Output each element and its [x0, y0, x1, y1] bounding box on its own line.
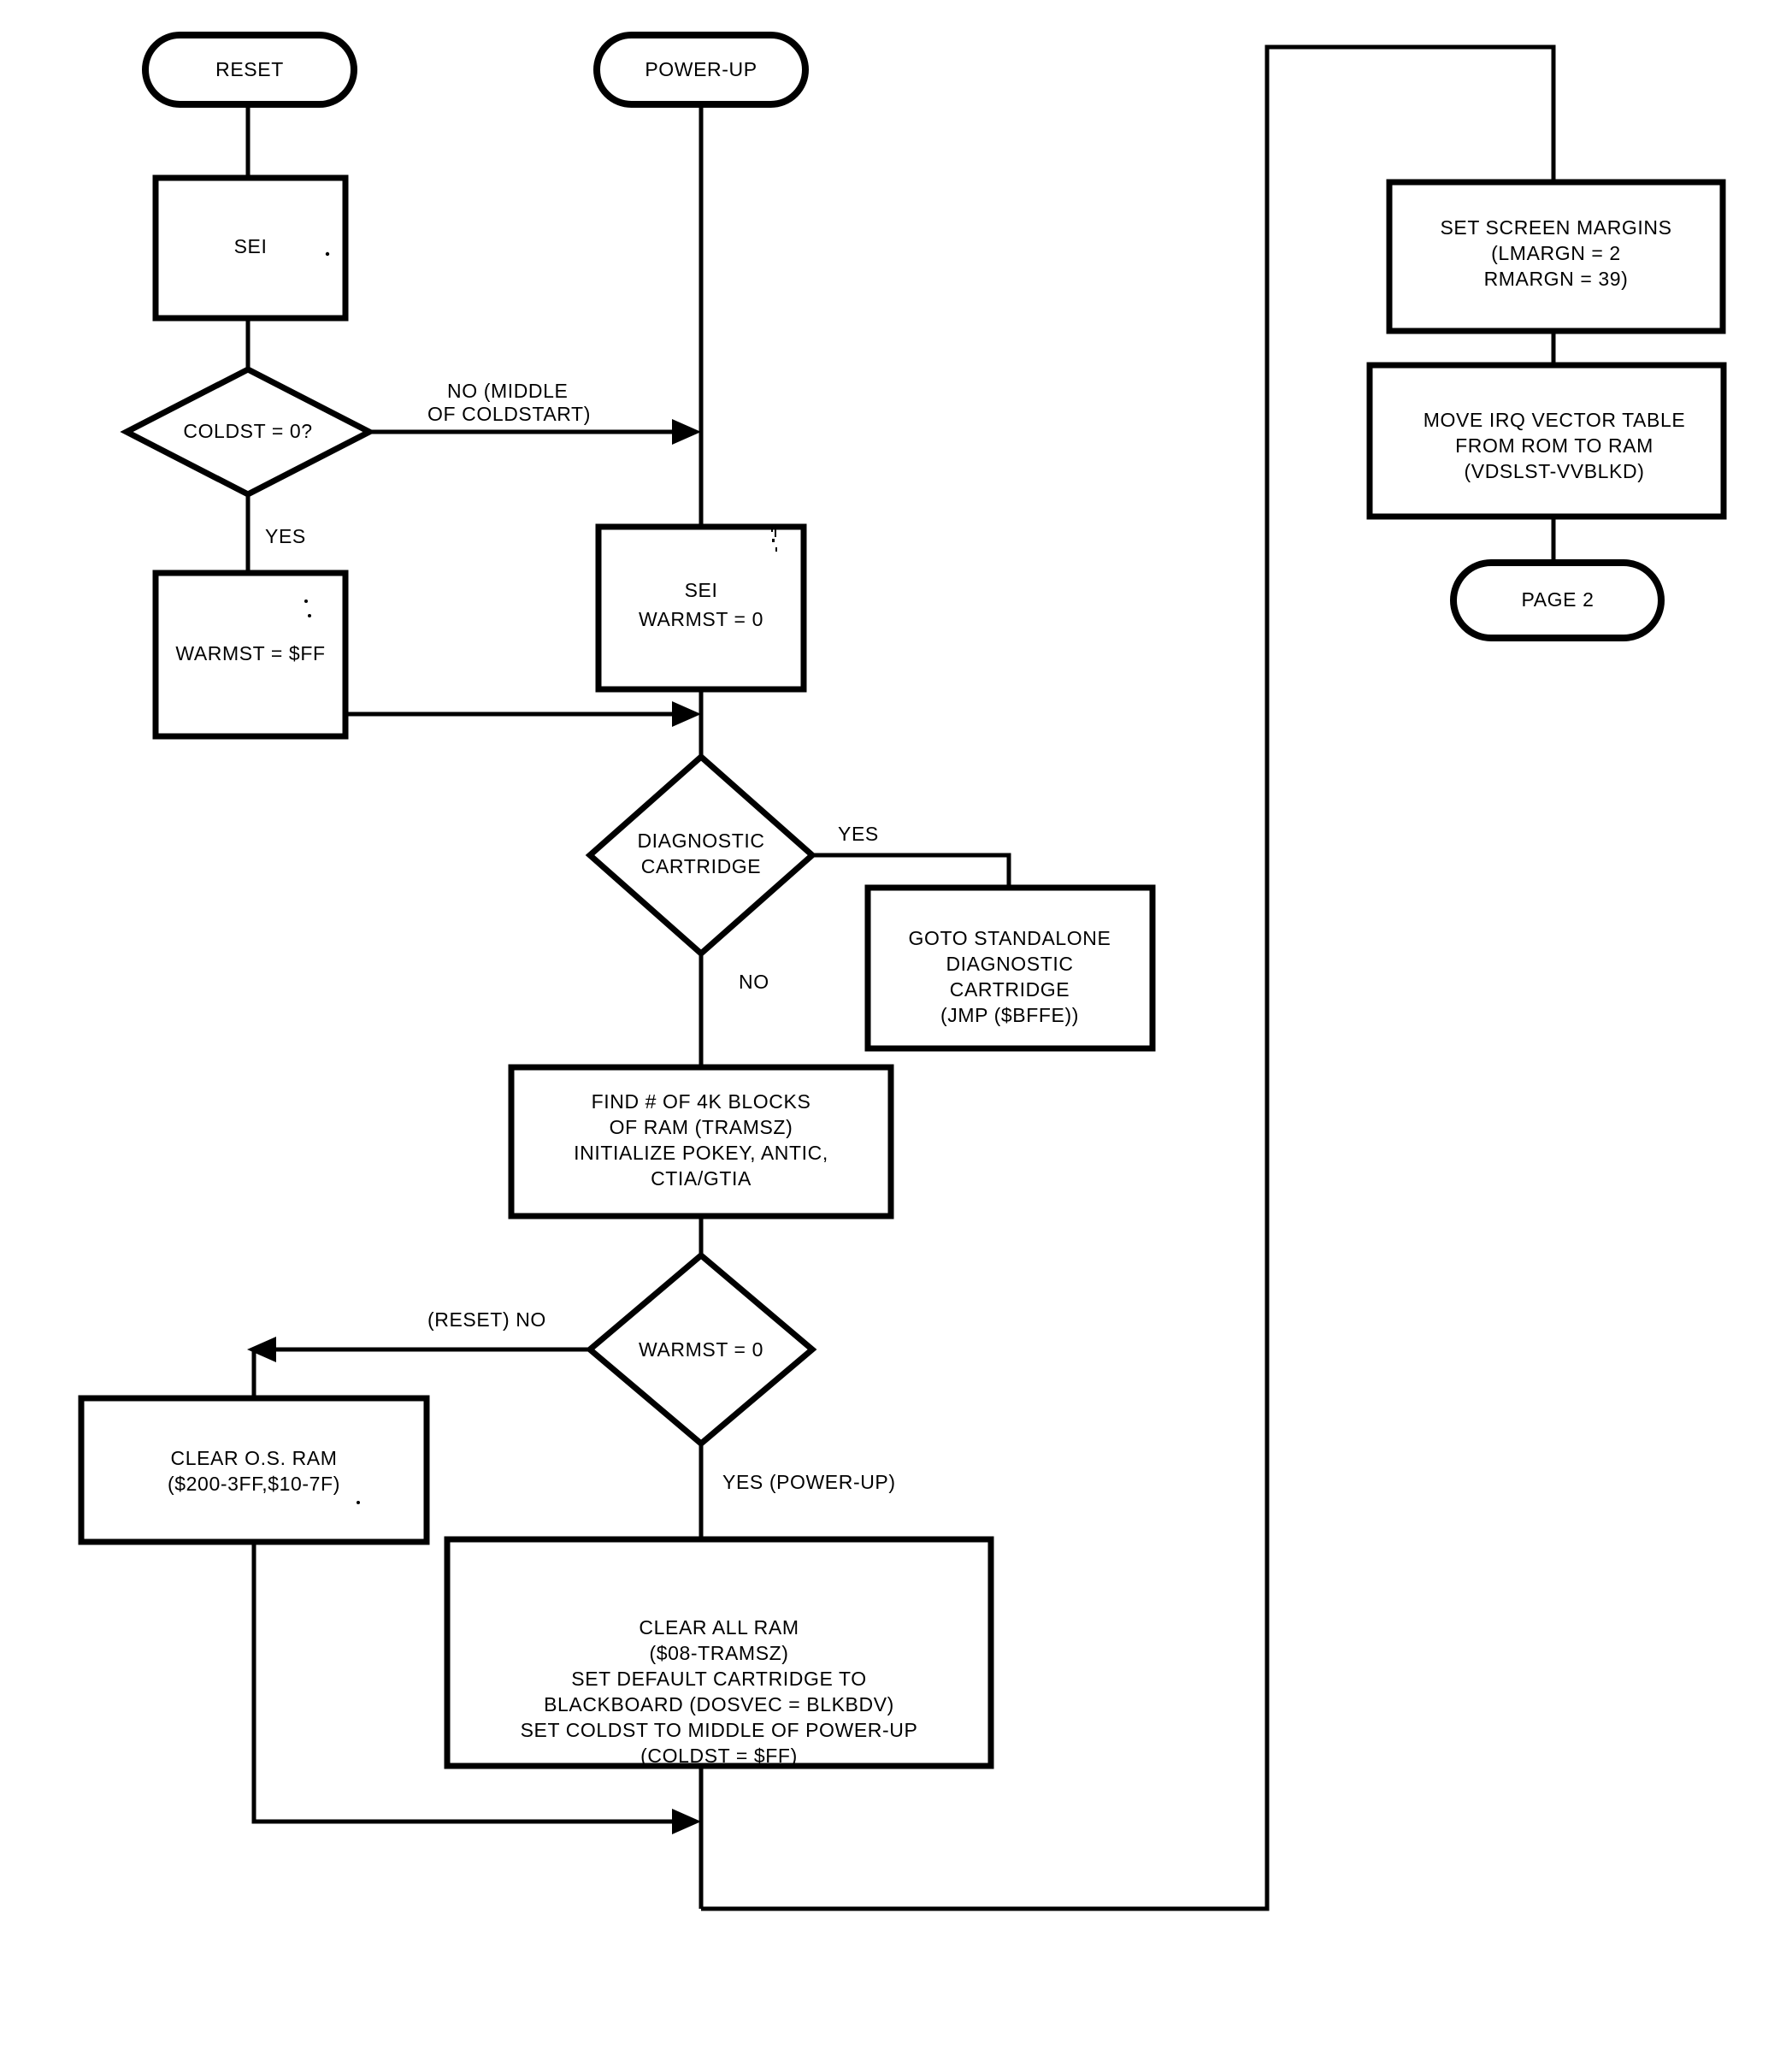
process-sei-warmst0 — [595, 523, 807, 693]
arrowhead-warmstq-no — [247, 1337, 276, 1362]
decision-coldst-label: COLDST = 0? — [183, 420, 312, 442]
arrowhead-clearosram — [672, 1809, 701, 1834]
process-find-ram-line3: INITIALIZE POKEY, ANTIC, — [574, 1142, 828, 1164]
process-move-irq-line3: (VDSLST-VVBLKD) — [1465, 460, 1645, 482]
decision-warmst-zero-label: WARMST = 0 — [639, 1338, 763, 1361]
process-goto-diagnostic — [864, 884, 1156, 1052]
process-clear-all-ram-line5: SET COLDST TO MIDDLE OF POWER-UP — [521, 1719, 918, 1741]
decision-diag-line2: CARTRIDGE — [641, 855, 761, 877]
process-find-ram-line4: CTIA/GTIA — [651, 1167, 752, 1190]
terminator-reset-label: RESET — [215, 58, 284, 80]
process-clear-all-ram-line3: SET DEFAULT CARTRIDGE TO — [571, 1668, 866, 1690]
edge-warmstq-no — [251, 1347, 639, 1398]
terminator-page2-label: PAGE 2 — [1522, 588, 1595, 611]
process-clear-all-ram-line1: CLEAR ALL RAM — [639, 1616, 799, 1639]
decision-diag-line1: DIAGNOSTIC — [637, 830, 764, 852]
process-warmst-ff — [152, 570, 349, 740]
edge-clearosram-to-main — [251, 1542, 694, 1824]
process-goto-diag-line3: CARTRIDGE — [950, 978, 1070, 1001]
arrowhead-coldst-no — [672, 419, 701, 445]
process-find-ram-line1: FIND # OF 4K BLOCKS — [592, 1090, 811, 1113]
process-clear-all-ram — [444, 1536, 994, 1769]
edge-label-yes-coldst: YES — [265, 525, 306, 547]
process-margins-line2: (LMARGN = 2 — [1491, 242, 1621, 264]
process-move-irq-line1: MOVE IRQ VECTOR TABLE — [1424, 409, 1686, 431]
scan-scribble — [771, 524, 777, 552]
process-margins-line3: RMARGN = 39) — [1484, 268, 1629, 290]
terminator-powerup — [593, 32, 809, 108]
process-sei-warmst0-line1: SEI — [685, 579, 718, 601]
edge-label-yes-diag: YES — [838, 823, 879, 845]
decision-diagnostic-cartridge — [585, 753, 817, 958]
edge-diag-yes — [812, 853, 1011, 888]
process-clear-all-ram-line2: ($08-TRAMSZ) — [649, 1642, 788, 1664]
scan-speck-4 — [357, 1501, 360, 1504]
edge-label-no-middle-line1: NO (MIDDLE — [447, 380, 568, 402]
process-clear-all-ram-line6: (COLDST = $FF) — [640, 1745, 798, 1767]
arrowhead-warmstff — [672, 701, 701, 727]
process-move-irq — [1366, 362, 1727, 520]
process-sei-label: SEI — [234, 235, 268, 257]
process-warmst-ff-label: WARMST = $FF — [175, 642, 325, 664]
process-find-ram-line2: OF RAM (TRAMSZ) — [610, 1116, 793, 1138]
process-clear-os-ram — [78, 1395, 430, 1545]
edge-label-no-diag: NO — [739, 971, 769, 993]
terminator-page2 — [1450, 559, 1665, 641]
process-margins-line1: SET SCREEN MARGINS — [1440, 216, 1671, 239]
process-goto-diag-line1: GOTO STANDALONE — [909, 927, 1111, 949]
process-clear-all-ram-line4: BLACKBOARD (DOSVEC = BLKBDV) — [544, 1693, 894, 1715]
scan-speck-3 — [308, 614, 311, 617]
process-sei — [152, 174, 349, 322]
decision-warmst-zero — [585, 1251, 817, 1448]
process-goto-diag-line4: (JMP ($BFFE)) — [940, 1004, 1079, 1026]
process-goto-diag-line2: DIAGNOSTIC — [946, 953, 1073, 975]
edge-label-no-middle-line2: OF COLDSTART) — [427, 403, 591, 425]
process-find-ram — [508, 1064, 894, 1219]
scan-speck — [325, 251, 330, 257]
process-set-screen-margins — [1386, 179, 1726, 334]
process-move-irq-line2: FROM ROM TO RAM — [1455, 434, 1653, 457]
terminator-powerup-label: POWER-UP — [645, 58, 757, 80]
edge-right-return-rail — [1264, 44, 1556, 1762]
edge-label-yes-powerup: YES (POWER-UP) — [722, 1471, 896, 1493]
terminator-reset — [142, 32, 357, 108]
scan-speck-2 — [304, 599, 308, 603]
process-sei-warmst0-line2: WARMST = 0 — [639, 608, 763, 630]
process-clear-os-ram-line2: ($200-3FF,$10-7F) — [168, 1473, 340, 1495]
process-clear-os-ram-line1: CLEAR O.S. RAM — [171, 1447, 338, 1469]
edge-label-reset-no: (RESET) NO — [427, 1308, 546, 1331]
edge-bottom-rail — [701, 1762, 1270, 1911]
decision-coldst — [120, 366, 376, 498]
